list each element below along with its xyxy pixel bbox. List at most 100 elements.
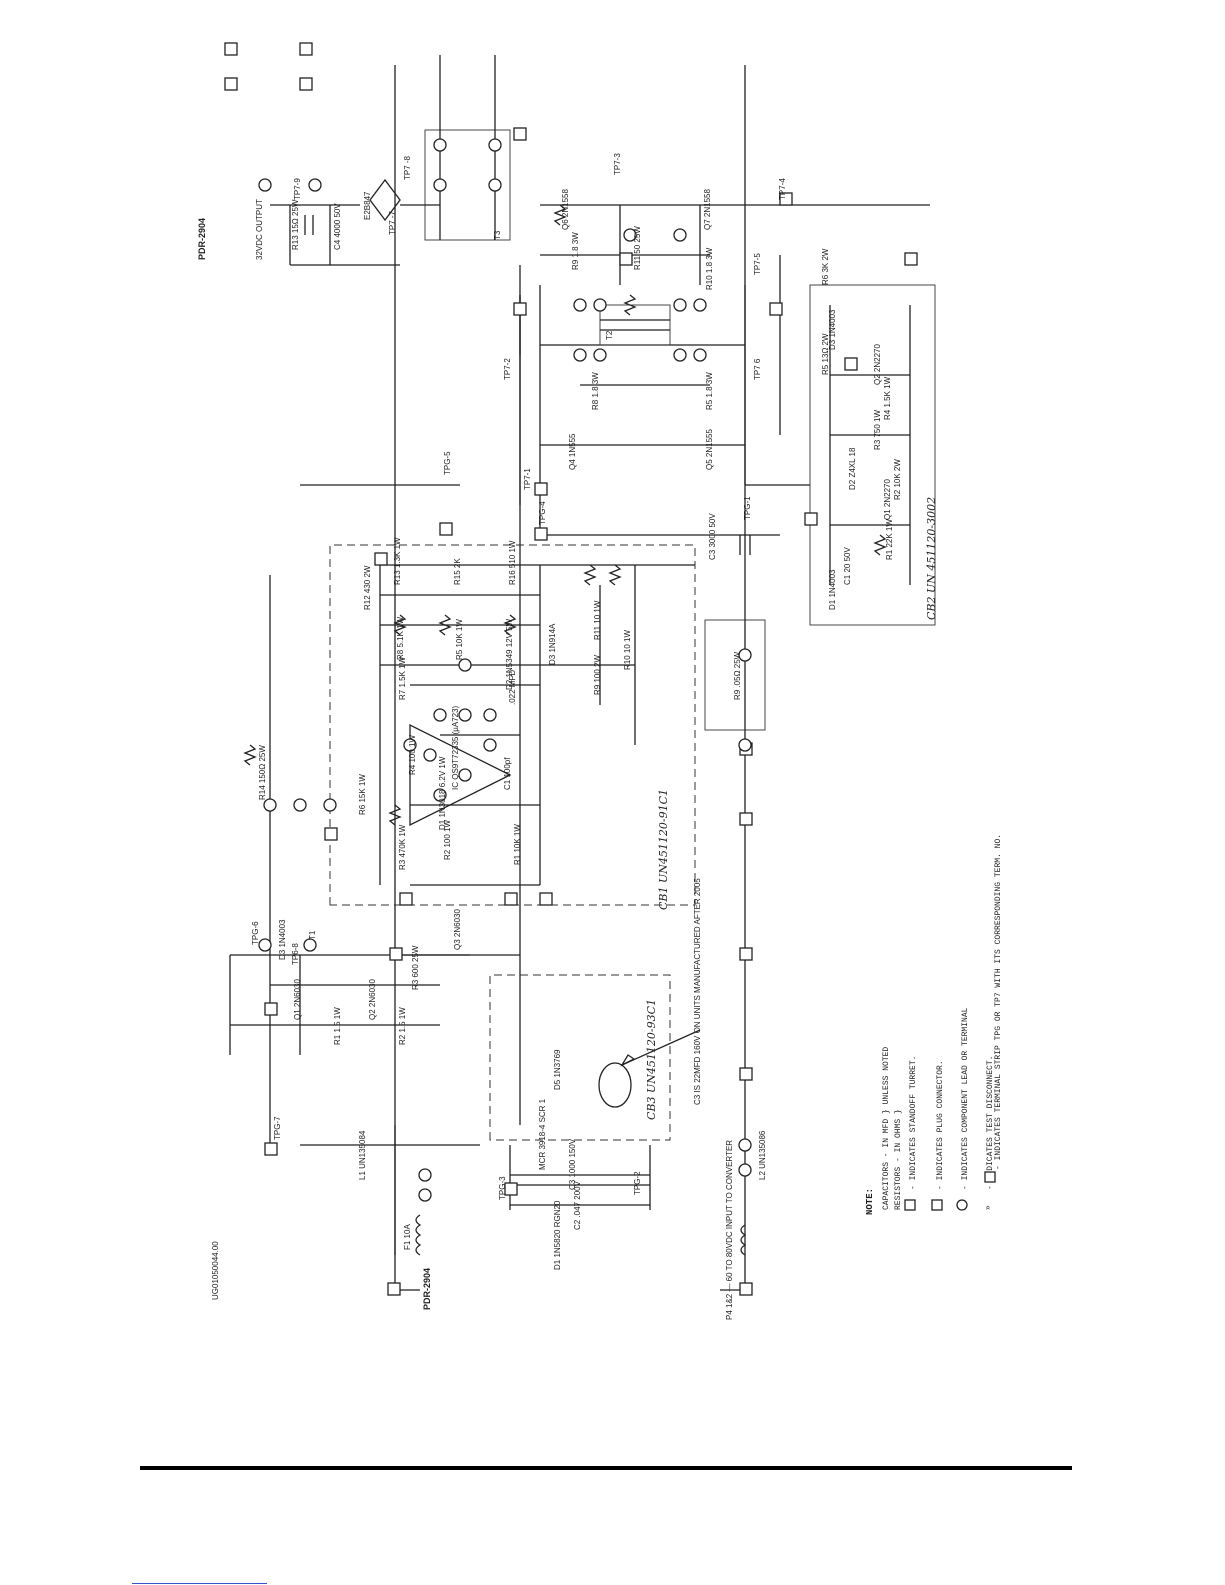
label-R1cb1: R1 10K 1W <box>513 824 522 865</box>
label-R9main: R9 1.8 3W <box>571 232 580 270</box>
note-line-2: RESISTORS - IN OHMS } <box>894 1109 903 1210</box>
tp-TP76: TP7 6 <box>753 358 762 380</box>
note-line-5: - INDICATES COMPONENT LEAD OR TERMINAL <box>961 1007 970 1190</box>
label-Q6: Q6 2N1558 <box>561 189 570 230</box>
label-bridge: E2B847 <box>363 191 372 220</box>
cb2-outline <box>809 284 936 626</box>
label-Q1cb2: Q1 2N2270 <box>883 479 892 520</box>
label-C3big: C3 3000 50V <box>708 513 717 560</box>
label-Q3: Q3 2N6030 <box>453 909 462 950</box>
label-C2: C2 .047 200V <box>573 1180 582 1230</box>
label-Q7: Q7 2N1558 <box>703 189 712 230</box>
cb3-callout-text: C3 IS 22MFD 160V ON UNITS MANUFACTURED A… <box>693 878 702 1105</box>
tp-TPG6: TPG-6 <box>251 921 260 945</box>
note-lead-symbol <box>956 1199 968 1211</box>
label-R4cb2: R4 1.5K 1W <box>883 376 892 420</box>
note-line-7: - INDICATES TERMINAL STRIP TPG OR TP7 WI… <box>994 834 1003 1170</box>
label-IC: IC QS9T72335 (µA723) <box>451 705 460 790</box>
label-L1: L1 UN135084 <box>358 1130 367 1180</box>
label-R3cb2: R3 750 1W <box>873 410 882 450</box>
tp-TP79: TP7-9 <box>293 178 302 200</box>
note-line-6: - INDICATES TEST DISCONNECT. <box>986 1056 995 1190</box>
label-D2cb2: D2 Z4XL 18 <box>848 447 857 490</box>
cb1-board-label: CB1 UN451120-91C1 <box>657 789 670 910</box>
tp-TP78: TP7 -8 <box>403 155 412 180</box>
label-R10main: R10 1.8 3W <box>705 247 714 290</box>
label-Q2cb2: Q2 2N2270 <box>873 344 882 385</box>
notes-block: NOTE: CAPACITORS - IN MFD } UNLESS NOTED… <box>865 834 1003 1215</box>
note-disconnect-symbol: » <box>984 1205 993 1210</box>
label-R2: R2 1.5 1W <box>398 1007 407 1045</box>
label-R9: R9 100 2W <box>593 655 602 695</box>
label-T3: T3 <box>493 230 502 240</box>
input-connector-label: P4 1&2 — 60 TO 80VDC INPUT TO CONVERTER <box>725 1140 734 1320</box>
label-C2cb1: .022 MFD <box>508 670 517 705</box>
label-SCR: MCR 3918-4 SCR 1 <box>538 1098 547 1170</box>
label-R6cb2: R6 3K 2W <box>821 248 830 285</box>
label-R15: R15 2K <box>453 558 462 585</box>
label-R11main: R11 50 25W <box>633 226 642 270</box>
label-R2cb1: R2 100 1W <box>443 820 452 860</box>
rotated-labels: UG01050044.00 PDR-2904 PDR-2904 P4 1&2 —… <box>197 153 938 1320</box>
label-R10: R10 10 1W <box>623 630 632 670</box>
label-R7: R7 1.5K 1W <box>398 656 407 700</box>
t3-outline <box>424 129 511 241</box>
label-R1: R1 1.5 1W <box>333 1007 342 1045</box>
label-R5cb2: R5 13Ω 2W <box>821 333 830 375</box>
label-D3cb2: D3 1N4003 <box>828 309 837 350</box>
label-R5: R5 10K 1W <box>455 619 464 660</box>
label-R9ext: R9 .05Ω 25W <box>733 651 742 700</box>
rotated-schematic <box>224 42 936 1296</box>
cb2-board-label: CB2 UN 451120-3002 <box>925 497 938 620</box>
label-D1cb1: D1 1N3018 6.2V 1W <box>438 756 447 830</box>
label-R4: R4 100 1W <box>408 735 417 775</box>
label-R6: R6 15K 1W <box>358 774 367 815</box>
label-R13: R13 1.3K 1W <box>393 537 402 585</box>
bottom-rule <box>140 1466 1072 1470</box>
note-plug-symbol <box>931 1199 943 1211</box>
footer-link-underline[interactable] <box>132 1583 267 1584</box>
label-D2: D2 1N5349 12V 5W <box>505 618 514 690</box>
plug-label-top: PDR-2904 <box>197 218 207 260</box>
note-line-3: - INDICATES STANDOFF TURRET. <box>909 1056 918 1190</box>
label-Q2: Q2 2N6030 <box>368 979 377 1020</box>
note-turret-symbol <box>904 1199 916 1211</box>
label-F1: F1 10A <box>403 1224 412 1250</box>
note-line-4: - INDICATES PLUG CONNECTOR. <box>936 1060 945 1190</box>
label-D5: D5 1N3769 <box>553 1049 562 1090</box>
label-R1cb2: R1 22K 1W <box>885 519 894 560</box>
label-R16: R16 510 1W <box>508 540 517 585</box>
label-R5main: R5 1.8 3W <box>705 372 714 410</box>
label-R8main: R8 1.8 3W <box>591 372 600 410</box>
label-Q1: Q1 2N6030 <box>293 979 302 1020</box>
label-R3cb1: R3 470K 1W <box>398 824 407 870</box>
tp-TP77: TP7 -7 <box>388 210 397 235</box>
label-L2: L2 UN135086 <box>758 1130 767 1180</box>
label-C3cb: C3 1000 150V <box>568 1138 577 1190</box>
label-R8: R8 5.1K 1W <box>396 616 405 660</box>
label-C1cb1: C1 100pf <box>503 757 512 790</box>
tp-TP71: TP7-1 <box>523 468 532 490</box>
tp-TPG5: TPG-5 <box>443 451 452 475</box>
label-D3cb1: D3 1N914A <box>548 623 557 665</box>
tp-TP75: TP7-5 <box>753 253 762 275</box>
label-T2: T2 <box>605 330 614 340</box>
tp-TPG7: TPG-7 <box>273 1116 282 1140</box>
label-Q5: Q5 2N1555 <box>705 429 714 470</box>
label-T1: T1 <box>308 930 317 940</box>
label-Q4: Q4 1N555 <box>568 433 577 470</box>
doc-id: UG01050044.00 <box>211 1241 220 1300</box>
note-line-1: CAPACITORS - IN MFD } UNLESS NOTED <box>882 1047 891 1210</box>
tp-TPG4: TPG-4 <box>538 501 547 525</box>
label-D1: D1 1N5820 RGN20 <box>553 1200 562 1270</box>
tp-TPG8: TP6-8 <box>291 943 300 965</box>
label-R12: R12 430 2W <box>363 565 372 610</box>
label-R3: R3 600 25W <box>411 945 420 990</box>
bridge-rectifier <box>369 178 401 222</box>
notes-title: NOTE: <box>865 1188 875 1215</box>
ic-symbol <box>409 723 512 827</box>
cb3-outline <box>489 974 671 1141</box>
label-R14: R14 150Ω 25W <box>258 745 267 800</box>
label-R11: R11 10 1W <box>593 600 602 640</box>
